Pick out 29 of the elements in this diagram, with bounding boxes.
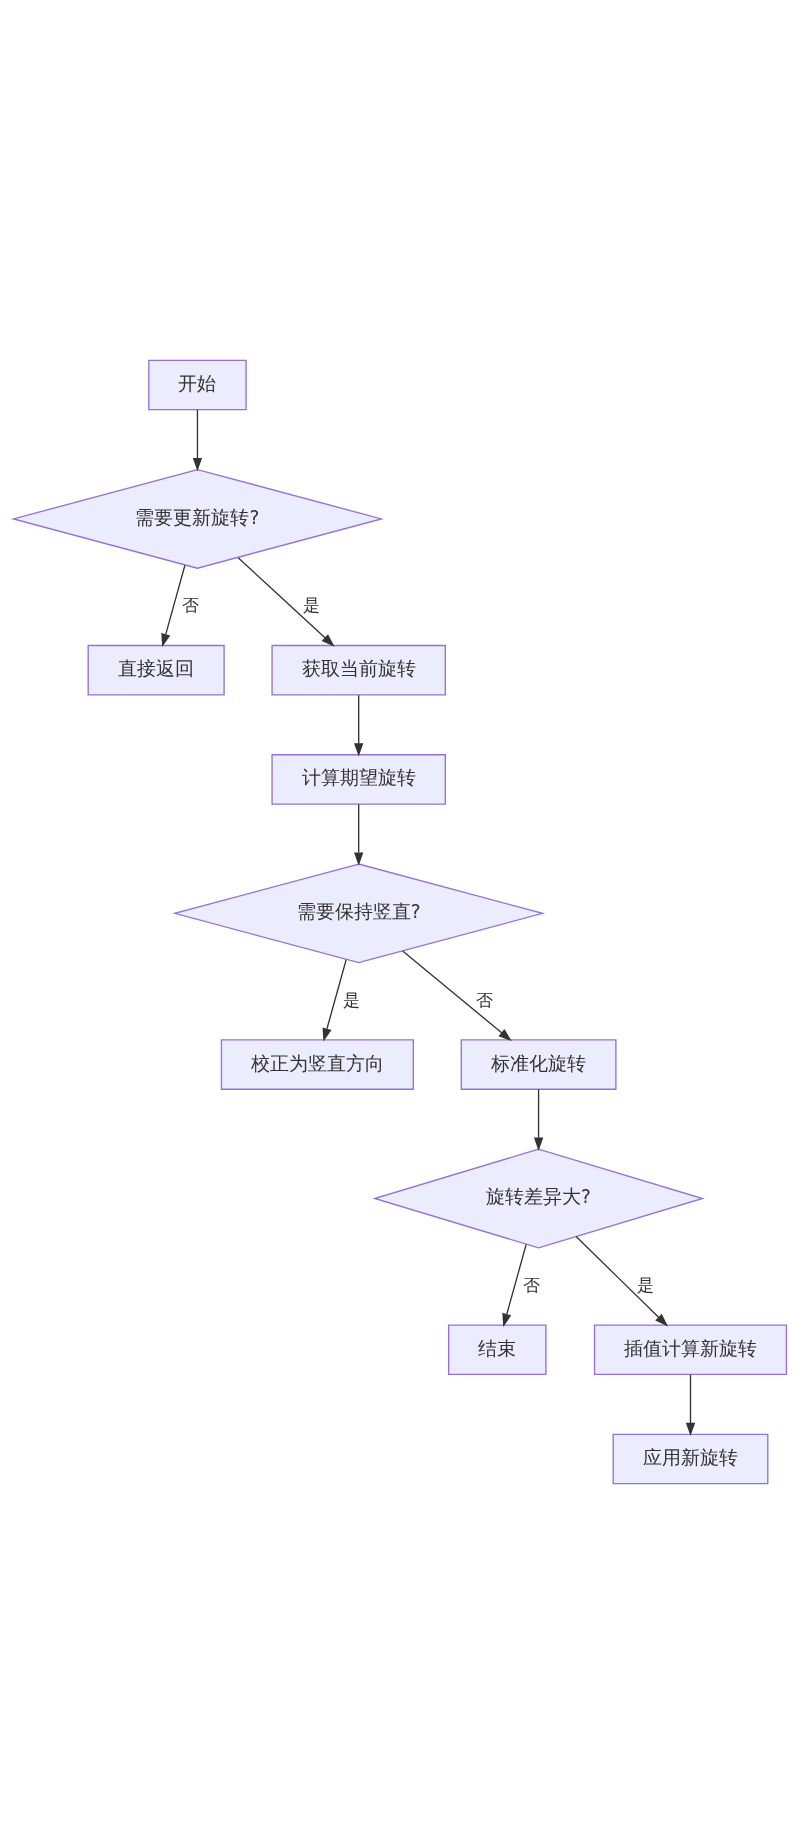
node-box: 应用新旋转 [612,1433,769,1485]
edge-label: 是 [342,989,360,1010]
arrow [237,557,335,647]
node-box: 标准化旋转 [460,1039,617,1090]
arrow [354,803,364,866]
arrow [502,1243,527,1327]
arrow [533,1088,544,1151]
node-box: 插值计算新旋转 [593,1324,788,1376]
node-diamond: 旋转差异大? [372,1148,705,1249]
node-box: 校正为竖直方向 [220,1039,414,1090]
arrow [192,409,203,472]
edge-label: 是 [637,1274,655,1295]
node-box: 结束 [447,1324,547,1376]
arrow [575,1235,669,1327]
edge-label: 否 [181,595,199,616]
arrow [402,950,512,1042]
edge-label: 是 [302,595,320,616]
arrow [685,1374,696,1437]
node-diamond: 需要更新旋转? [11,468,384,569]
edge-label: 否 [476,989,494,1010]
node-diamond: 需要保持竖直? [172,863,546,964]
arrow [354,694,364,757]
node-box: 获取当前旋转 [271,644,446,696]
node-box: 计算期望旋转 [271,754,446,805]
arrow [322,959,347,1042]
edge-label: 否 [522,1274,540,1295]
arrow [161,564,186,648]
node-box: 开始 [148,359,247,411]
node-box: 直接返回 [87,644,225,696]
